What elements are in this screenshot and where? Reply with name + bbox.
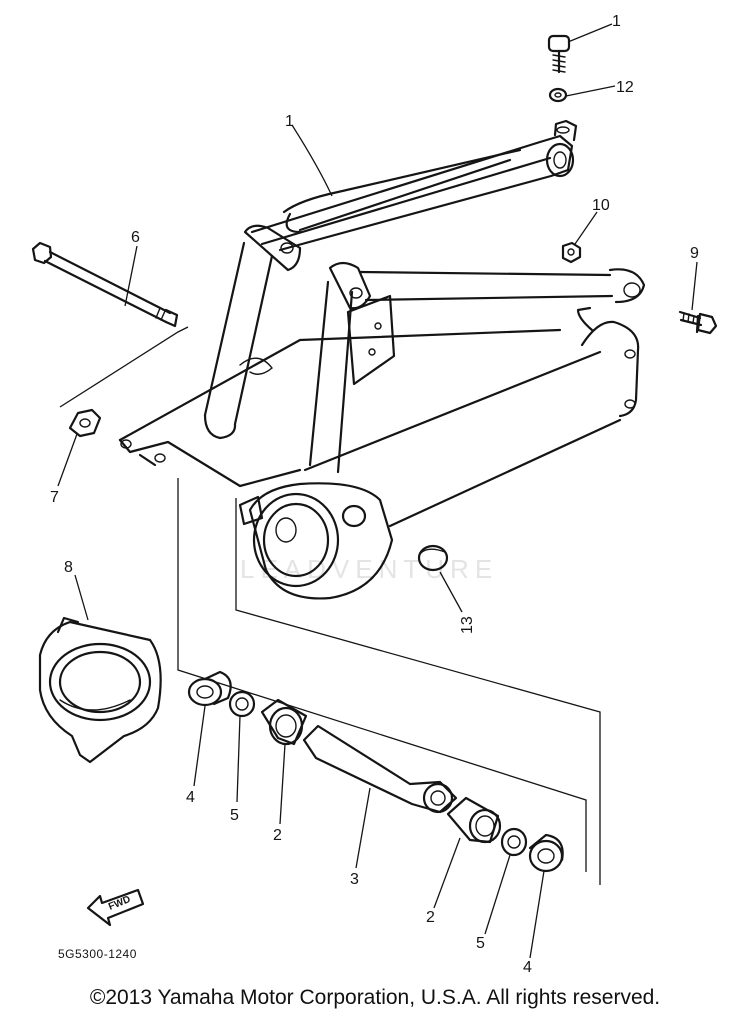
callout-2-right: 2 <box>426 909 435 926</box>
callout-5-left: 5 <box>230 807 239 824</box>
callout-1-frame: 1 <box>285 113 294 130</box>
swingarm-frame-part-1 <box>118 119 646 600</box>
callout-10: 10 <box>592 197 610 214</box>
callout-numbers: 1 12 1 10 9 6 7 8 13 4 5 2 3 2 5 4 <box>50 13 699 976</box>
bolt-part-1 <box>547 34 571 74</box>
leader-lines <box>57 23 698 959</box>
callout-6: 6 <box>131 229 140 246</box>
nut-part-12 <box>548 87 568 103</box>
callout-13: 13 <box>459 616 476 634</box>
washer-part-5-right <box>500 827 528 857</box>
oil-seal-part-4-left <box>187 670 232 707</box>
fwd-arrow-icon: FWD <box>86 888 145 927</box>
rubber-boot-part-8 <box>38 616 162 764</box>
callout-1-top: 1 <box>612 13 621 30</box>
callout-3: 3 <box>350 871 359 888</box>
bolt-part-9 <box>678 310 718 335</box>
collar-part-3 <box>302 724 458 814</box>
washer-part-5-left <box>228 690 256 718</box>
copyright-notice: ©2013 Yamaha Motor Corporation, U.S.A. A… <box>89 986 661 1009</box>
callout-4-left: 4 <box>186 789 195 806</box>
callout-8: 8 <box>64 559 73 576</box>
assembly-dashed-lines <box>59 326 601 885</box>
callout-7: 7 <box>50 489 59 506</box>
bearing-part-2-right <box>446 796 502 844</box>
drawing-number: 5G5300-1240 <box>58 947 137 961</box>
pivot-bolt-part-6 <box>31 241 179 328</box>
lock-washer-part-7 <box>68 408 102 438</box>
bearing-part-2-left <box>260 698 308 746</box>
callout-9: 9 <box>690 245 699 262</box>
callout-12: 12 <box>616 79 634 96</box>
callout-5-right: 5 <box>476 935 485 952</box>
cap-part-13 <box>417 544 449 572</box>
nut-part-10 <box>561 241 582 264</box>
oil-seal-part-4-right <box>528 833 564 873</box>
watermark-text: LEADVENTURE <box>240 554 498 584</box>
callout-4-right: 4 <box>523 959 532 976</box>
callout-2-left: 2 <box>273 827 282 844</box>
